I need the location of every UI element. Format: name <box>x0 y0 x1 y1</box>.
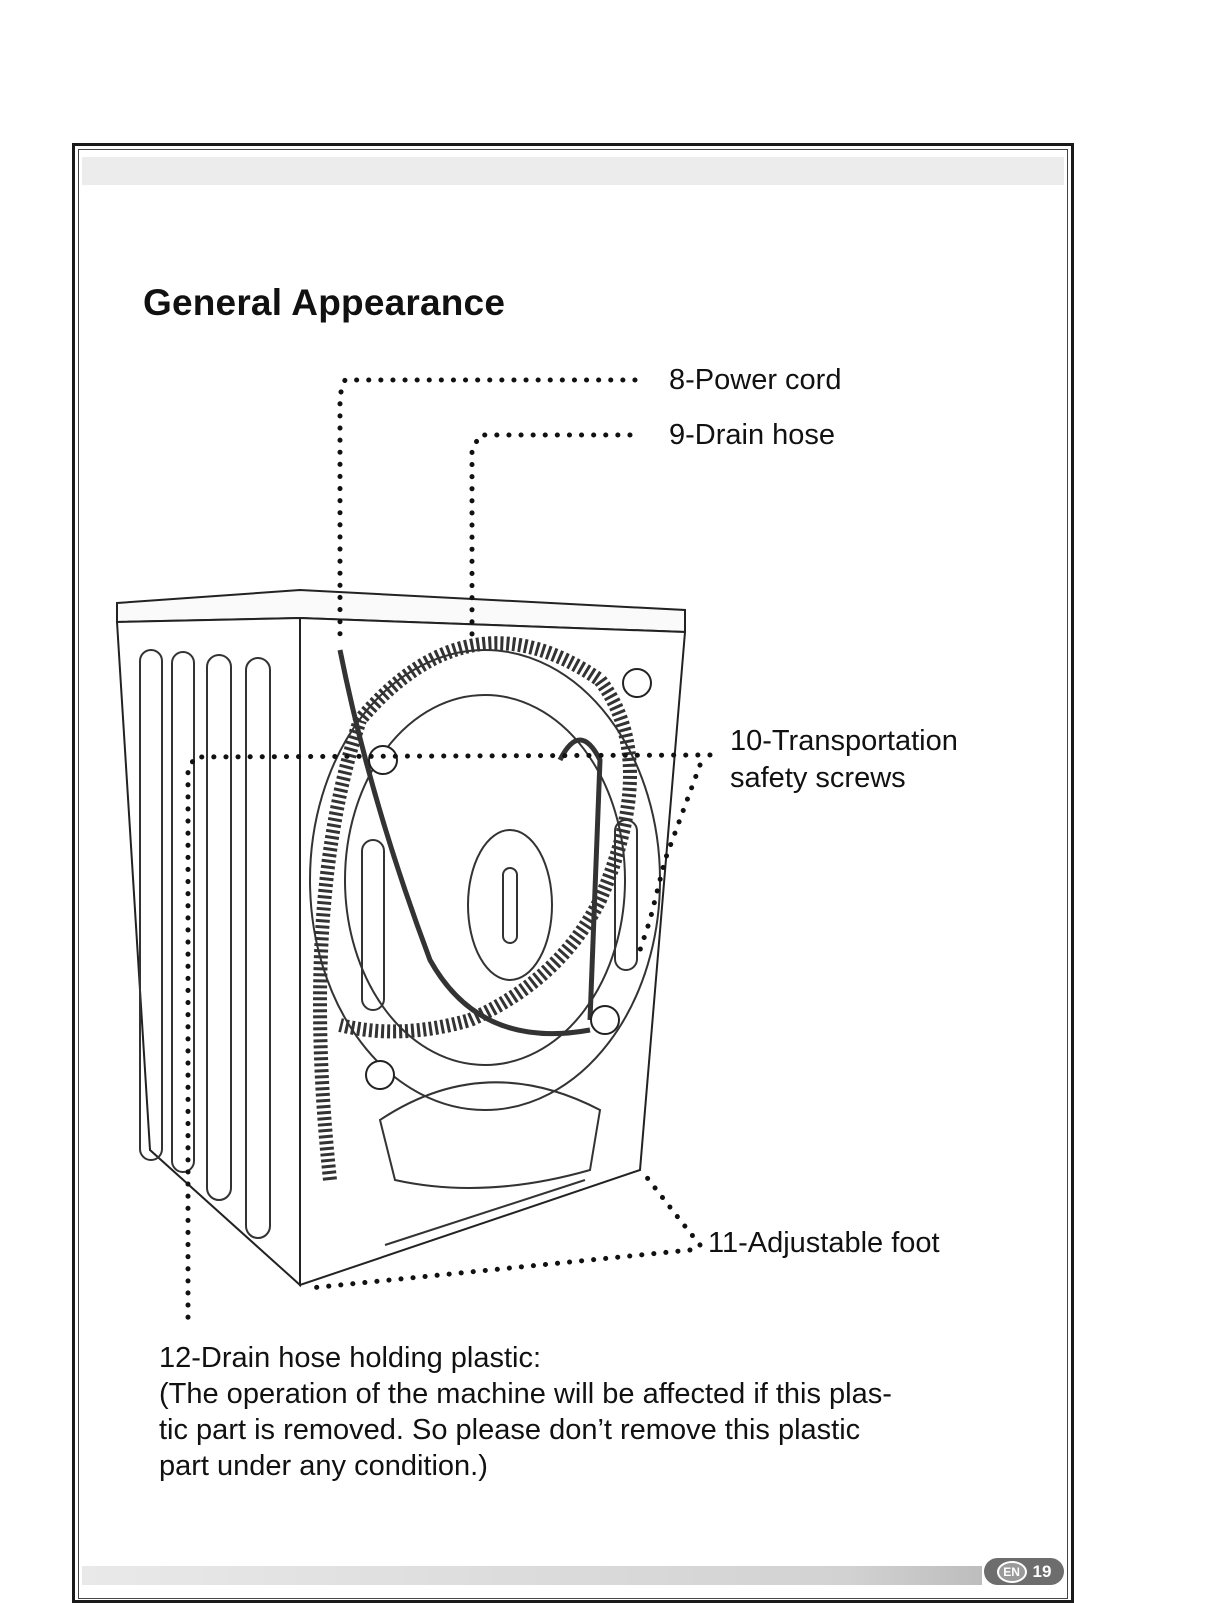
label-power-cord: 8-Power cord <box>669 362 841 398</box>
drain-hose-plastic-note: 12-Drain hose holding plastic: (The oper… <box>159 1340 959 1484</box>
label-drain-hose: 9-Drain hose <box>669 417 835 453</box>
page-number-badge: EN 19 <box>984 1558 1064 1585</box>
note-line-1: 12-Drain hose holding plastic: <box>159 1340 959 1376</box>
label-adjustable-foot: 11-Adjustable foot <box>708 1225 940 1261</box>
note-line-4: part under any condition.) <box>159 1448 959 1484</box>
note-line-3: tic part is removed. So please don’t rem… <box>159 1412 959 1448</box>
note-line-2: (The operation of the machine will be af… <box>159 1376 959 1412</box>
page-number: 19 <box>1033 1562 1052 1582</box>
label-safety-screws: safety screws <box>730 760 906 796</box>
language-badge: EN <box>997 1561 1027 1583</box>
label-transportation: 10-Transportation <box>730 723 958 759</box>
